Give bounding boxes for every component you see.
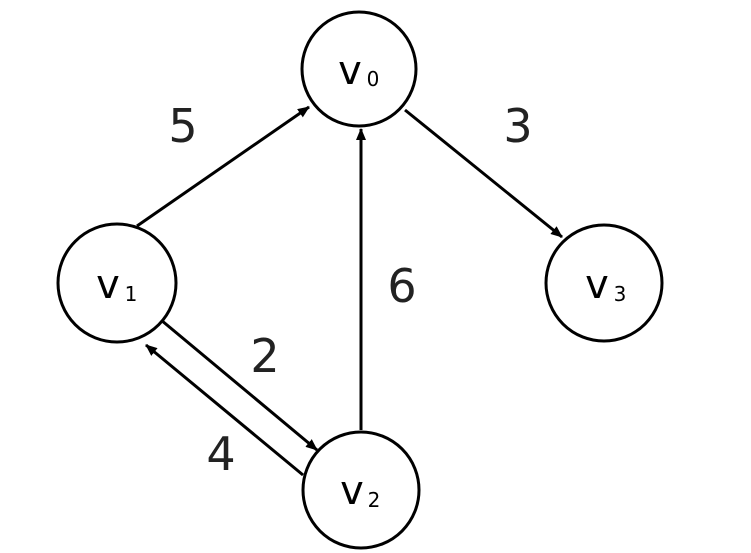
node-v3: v 3 [544, 223, 664, 343]
edge-v1-v0 [136, 105, 310, 228]
node-v1-subscript: 1 [125, 282, 138, 306]
node-v2-subscript: 2 [368, 488, 381, 512]
edge-v0-v3 [404, 108, 563, 239]
edge-v2-v1 [145, 343, 304, 477]
node-v0-subscript: 0 [367, 67, 380, 91]
edge-weight-v2-v0: 6 [387, 259, 416, 313]
node-v0: v 0 [300, 10, 418, 128]
node-v1-label: v [96, 262, 120, 308]
node-v0-label: v [338, 48, 362, 94]
node-v3-subscript: 3 [614, 282, 627, 306]
edge-v1-v2 [160, 318, 318, 452]
node-v2: v 2 [301, 430, 421, 550]
node-v1: v 1 [56, 222, 178, 344]
edge-weight-v0-v3: 3 [503, 99, 532, 153]
edge-weight-v2-v1: 4 [206, 427, 235, 481]
node-v2-label: v [340, 468, 364, 514]
node-v3-label: v [585, 262, 609, 308]
edge-weight-v1-v0: 5 [168, 99, 197, 153]
edge-weight-v1-v2: 2 [250, 329, 279, 383]
